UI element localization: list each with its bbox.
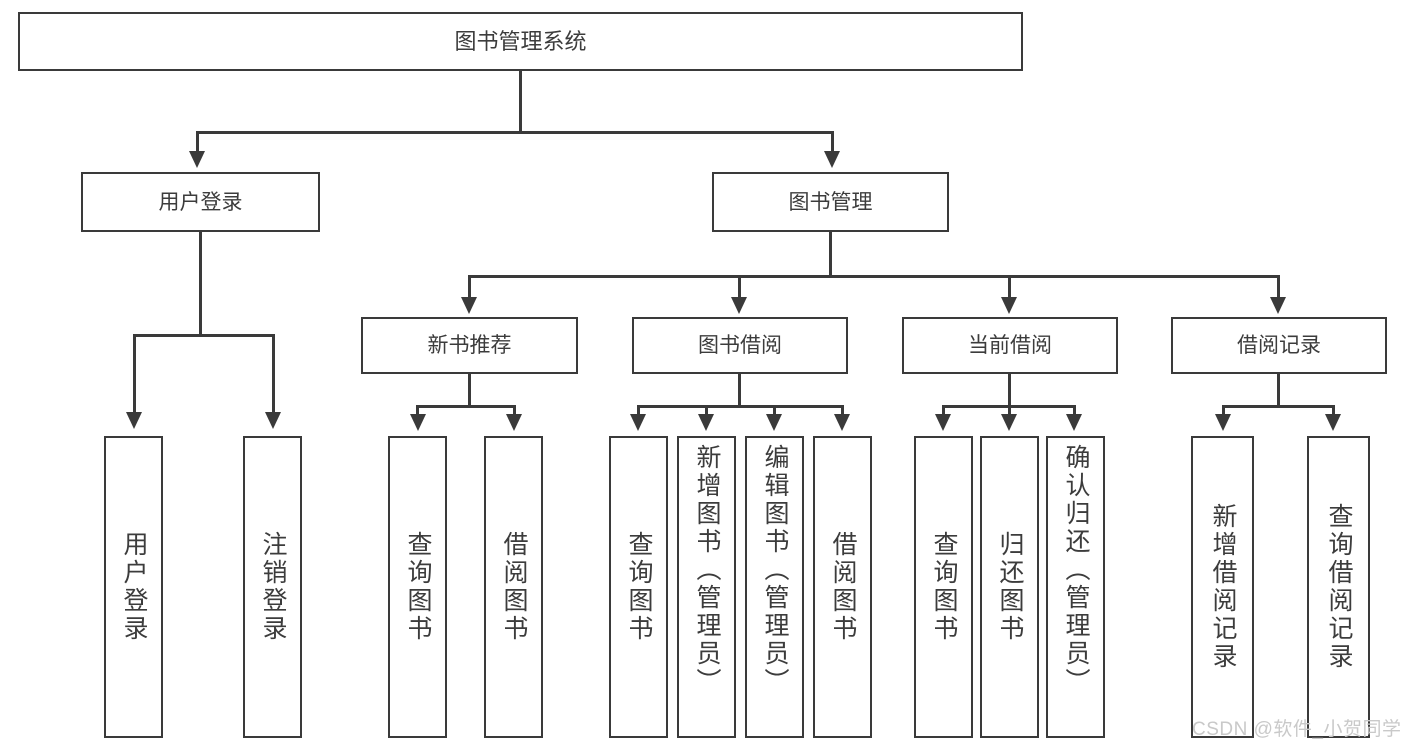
connector-root-bar bbox=[196, 131, 834, 134]
arrow-to-user-login bbox=[189, 151, 205, 168]
connector-user-login-stem bbox=[199, 232, 202, 336]
node-borrow-record[interactable]: 借阅记录 bbox=[1171, 317, 1387, 374]
arrow-to-current-borrow bbox=[1001, 297, 1017, 314]
arrow-to-leaf-edit-book bbox=[766, 414, 782, 431]
arrow-to-borrow-record bbox=[1270, 297, 1286, 314]
connector-book-manage-stem bbox=[829, 232, 832, 277]
node-label: 注销登录 bbox=[259, 531, 287, 643]
node-label: 编辑图书（管理员） bbox=[761, 444, 789, 696]
node-label: 图书管理系统 bbox=[454, 28, 587, 54]
connector-l2-drop-2 bbox=[738, 275, 741, 299]
leaf-edit-book-admin[interactable]: 编辑图书（管理员） bbox=[745, 436, 804, 738]
arrow-to-leaf-query-book-3 bbox=[935, 414, 951, 431]
leaf-return-book[interactable]: 归还图书 bbox=[980, 436, 1039, 738]
node-new-book-recommend[interactable]: 新书推荐 bbox=[361, 317, 578, 374]
leaf-add-book-admin[interactable]: 新增图书（管理员） bbox=[677, 436, 736, 738]
arrow-to-leaf-confirm-return bbox=[1066, 414, 1082, 431]
connector-l2-drop-4 bbox=[1277, 275, 1280, 299]
connector-record-bar bbox=[1222, 405, 1335, 408]
connector-current-stem bbox=[1008, 374, 1011, 407]
leaf-query-book-recommend[interactable]: 查询图书 bbox=[388, 436, 447, 738]
connector-borrow-drop-4 bbox=[841, 405, 844, 417]
node-label: 当前借阅 bbox=[968, 334, 1052, 357]
arrow-to-leaf-query-book-1 bbox=[410, 414, 426, 431]
connector-root-drop-right bbox=[831, 131, 834, 153]
node-label: 确认归还（管理员） bbox=[1062, 444, 1090, 696]
connector-record-stem bbox=[1277, 374, 1280, 407]
arrow-to-leaf-user-login bbox=[126, 412, 142, 429]
leaf-add-borrow-record[interactable]: 新增借阅记录 bbox=[1191, 436, 1254, 738]
connector-borrow-stem bbox=[738, 374, 741, 407]
node-label: 用户登录 bbox=[120, 531, 148, 643]
connector-borrow-drop-2 bbox=[705, 405, 708, 417]
leaf-borrow-book[interactable]: 借阅图书 bbox=[813, 436, 872, 738]
leaf-user-login[interactable]: 用户登录 bbox=[104, 436, 163, 738]
connector-root-stem bbox=[519, 71, 522, 133]
arrow-to-book-borrow bbox=[731, 297, 747, 314]
connector-current-drop-1 bbox=[942, 405, 945, 417]
connector-recommend-drop-1 bbox=[416, 405, 419, 417]
arrow-to-leaf-query-book-2 bbox=[630, 414, 646, 431]
connector-record-drop-2 bbox=[1332, 405, 1335, 417]
arrow-to-leaf-borrow-book-1 bbox=[506, 414, 522, 431]
connector-recommend-drop-2 bbox=[513, 405, 516, 417]
connector-recommend-bar bbox=[416, 405, 516, 408]
connector-book-manage-bar bbox=[468, 275, 1280, 278]
node-label: 查询图书 bbox=[930, 531, 958, 643]
node-user-login[interactable]: 用户登录 bbox=[81, 172, 320, 232]
leaf-confirm-return-admin[interactable]: 确认归还（管理员） bbox=[1046, 436, 1105, 738]
arrow-to-leaf-return-book bbox=[1001, 414, 1017, 431]
connector-user-login-bar bbox=[133, 334, 275, 337]
arrow-to-new-book-recommend bbox=[461, 297, 477, 314]
connector-record-drop-1 bbox=[1222, 405, 1225, 417]
leaf-logout[interactable]: 注销登录 bbox=[243, 436, 302, 738]
node-book-manage[interactable]: 图书管理 bbox=[712, 172, 949, 232]
arrow-to-leaf-add-book bbox=[698, 414, 714, 431]
node-label: 新增图书（管理员） bbox=[693, 444, 721, 696]
connector-recommend-stem bbox=[468, 374, 471, 407]
leaf-borrow-book-recommend[interactable]: 借阅图书 bbox=[484, 436, 543, 738]
connector-root-drop-left bbox=[196, 131, 199, 153]
node-label: 查询图书 bbox=[625, 531, 653, 643]
node-label: 新增借阅记录 bbox=[1209, 503, 1237, 671]
arrow-to-leaf-query-record bbox=[1325, 414, 1341, 431]
node-label: 图书管理 bbox=[788, 190, 873, 214]
connector-borrow-drop-1 bbox=[637, 405, 640, 417]
arrow-to-book-manage bbox=[824, 151, 840, 168]
connector-l2-drop-3 bbox=[1008, 275, 1011, 299]
leaf-query-borrow-record[interactable]: 查询借阅记录 bbox=[1307, 436, 1370, 738]
connector-user-login-drop-2 bbox=[272, 334, 275, 414]
connector-current-drop-3 bbox=[1073, 405, 1076, 417]
node-label: 借阅记录 bbox=[1237, 334, 1321, 357]
arrow-to-leaf-logout bbox=[265, 412, 281, 429]
node-current-borrow[interactable]: 当前借阅 bbox=[902, 317, 1118, 374]
leaf-query-book-borrow[interactable]: 查询图书 bbox=[609, 436, 668, 738]
node-label: 用户登录 bbox=[158, 190, 243, 214]
arrow-to-leaf-borrow-book-2 bbox=[834, 414, 850, 431]
node-label: 归还图书 bbox=[996, 531, 1024, 643]
node-label: 借阅图书 bbox=[829, 531, 857, 643]
connector-borrow-drop-3 bbox=[773, 405, 776, 417]
arrow-to-leaf-add-record bbox=[1215, 414, 1231, 431]
connector-borrow-bar bbox=[637, 405, 843, 408]
connector-l2-drop-1 bbox=[468, 275, 471, 299]
node-label: 新书推荐 bbox=[427, 334, 512, 357]
leaf-query-book-current[interactable]: 查询图书 bbox=[914, 436, 973, 738]
connector-current-drop-2 bbox=[1008, 405, 1011, 417]
node-root-system[interactable]: 图书管理系统 bbox=[18, 12, 1023, 71]
node-label: 查询借阅记录 bbox=[1325, 503, 1353, 671]
connector-user-login-drop-1 bbox=[133, 334, 136, 414]
node-label: 借阅图书 bbox=[500, 531, 528, 643]
node-book-borrow[interactable]: 图书借阅 bbox=[632, 317, 848, 374]
node-label: 查询图书 bbox=[404, 531, 432, 643]
csdn-watermark: CSDN @软件_小贺同学 bbox=[1192, 719, 1402, 740]
node-label: 图书借阅 bbox=[698, 334, 782, 357]
